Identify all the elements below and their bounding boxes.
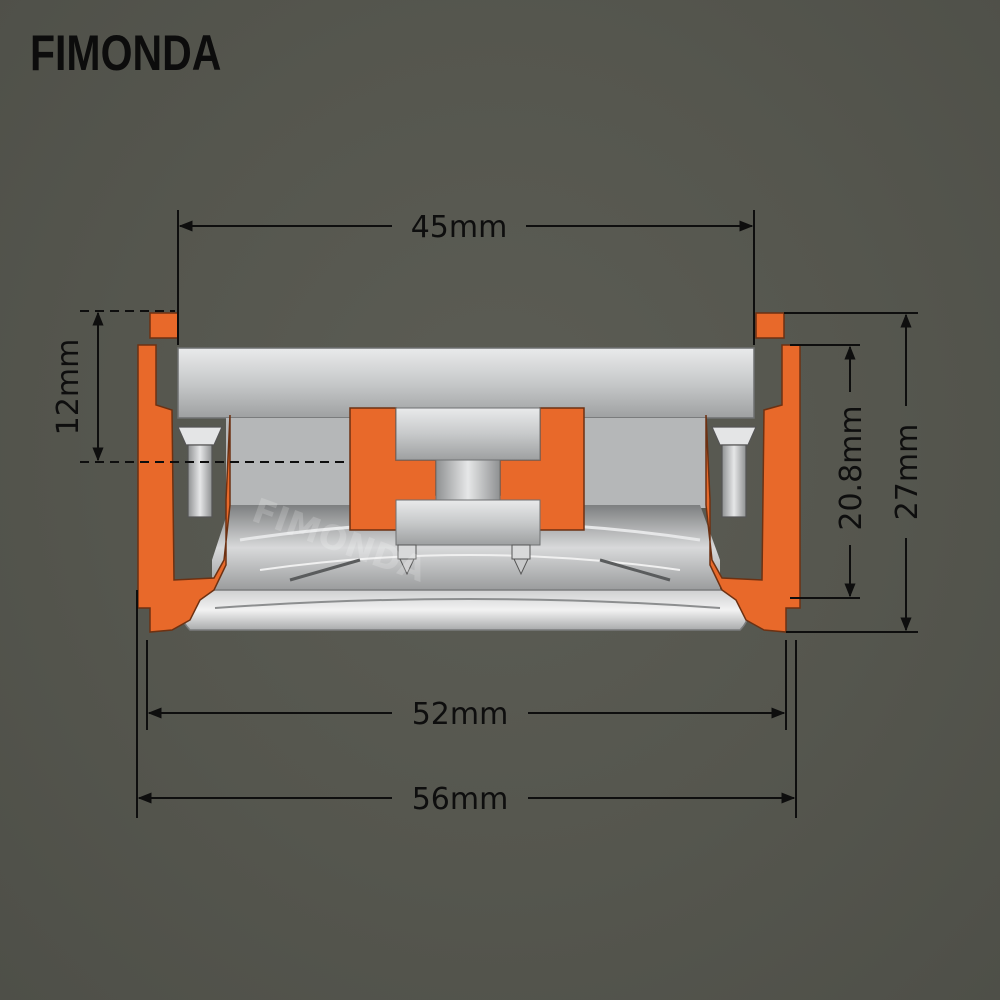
left-frame: [137, 344, 231, 633]
dimension-lines: [80, 210, 918, 818]
pole-piece: [435, 459, 501, 501]
brand-logo: FIMONDA: [30, 25, 222, 81]
right-screw-icon: [711, 426, 757, 518]
dim-56mm-label: 56mm: [412, 782, 509, 817]
dim-12mm-label: 12mm: [51, 339, 86, 436]
base-plate: [181, 589, 749, 631]
dim-27mm-label: 27mm: [890, 424, 925, 521]
voice-coil-former: [395, 499, 541, 546]
left-screw-icon: [177, 426, 223, 518]
dimension-labels: 45mm 12mm 20.8mm 27mm 52mm 56mm: [51, 210, 925, 817]
speaker-body: FIMONDA: [137, 312, 801, 633]
top-ring: [177, 347, 755, 419]
dim-45mm-label: 45mm: [411, 210, 508, 245]
dim-20-8mm-label: 20.8mm: [834, 405, 869, 530]
center-bolts: [397, 544, 531, 576]
dim-52mm-label: 52mm: [412, 697, 509, 732]
